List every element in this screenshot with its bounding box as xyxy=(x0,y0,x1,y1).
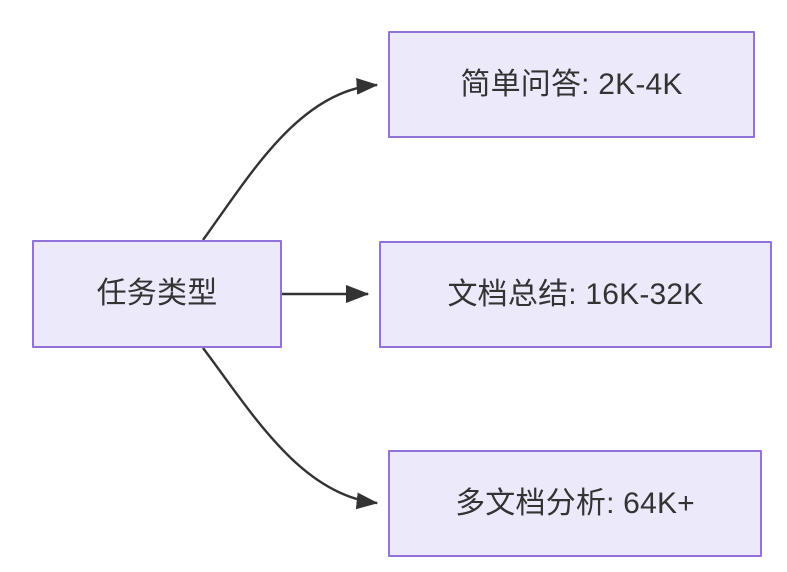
node-doc-summary[interactable]: 文档总结: 16K-32K xyxy=(379,241,772,348)
node-multi-doc-analysis-label: 多文档分析: 64K+ xyxy=(455,486,695,520)
node-doc-summary-label: 文档总结: 16K-32K xyxy=(447,277,704,311)
edge-root-to-simple-qa xyxy=(202,77,379,241)
edge-root-to-multi-doc xyxy=(202,347,379,510)
node-multi-doc-analysis[interactable]: 多文档分析: 64K+ xyxy=(388,450,762,557)
node-root-label: 任务类型 xyxy=(96,277,218,310)
node-simple-qa-label: 简单问答: 2K-4K xyxy=(460,67,683,101)
node-simple-qa[interactable]: 简单问答: 2K-4K xyxy=(388,31,755,138)
node-root-task-type[interactable]: 任务类型 xyxy=(32,240,282,348)
